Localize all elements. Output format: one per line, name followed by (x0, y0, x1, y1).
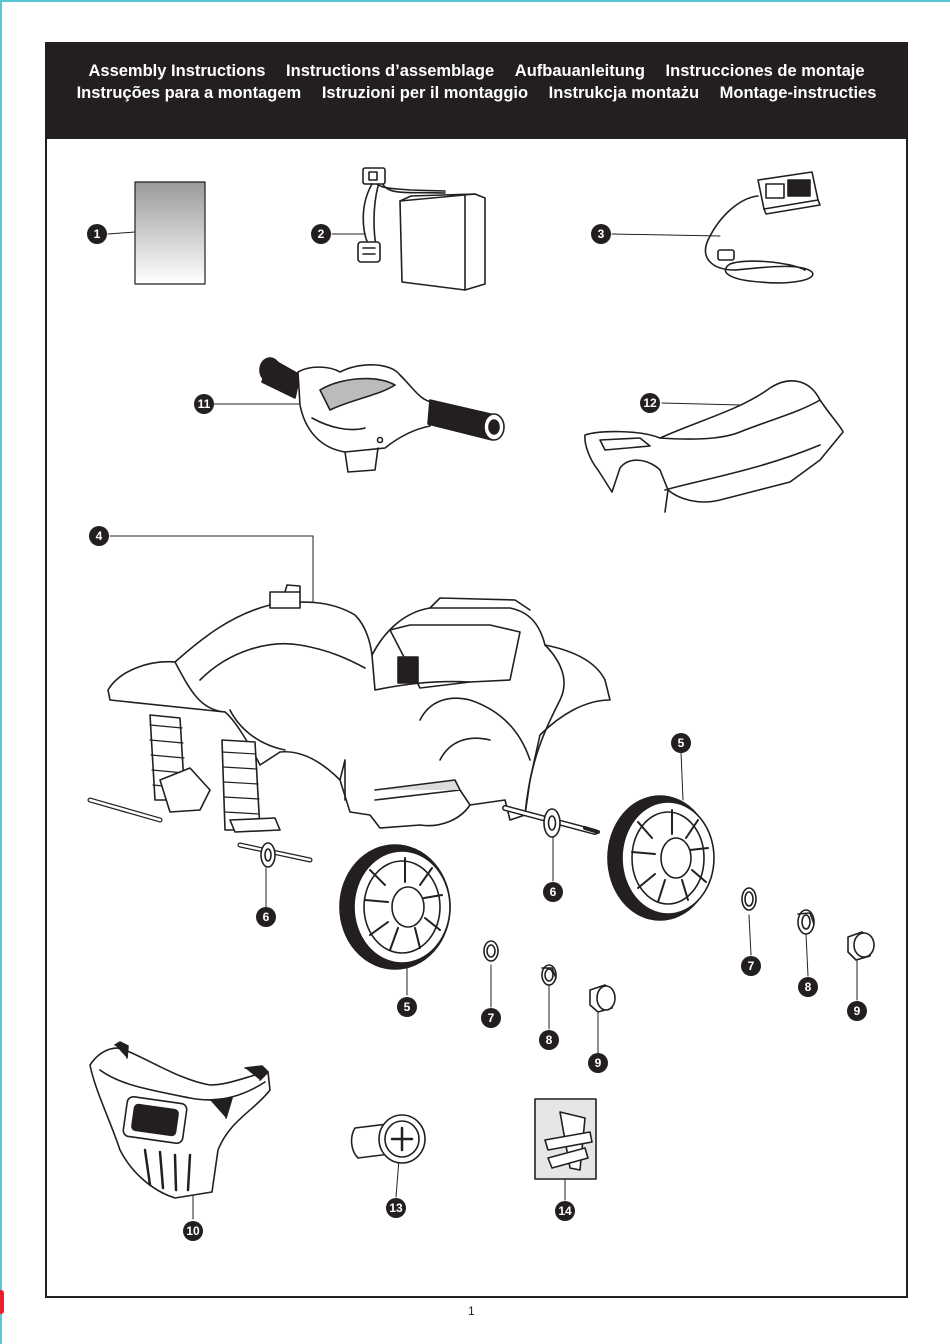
callout-4: 4 (89, 526, 109, 546)
callout-12: 12 (640, 393, 660, 413)
callout-7-rear: 7 (741, 956, 761, 976)
callout-7-front: 7 (481, 1008, 501, 1028)
handlebar-icon (260, 358, 504, 472)
callout-14: 14 (555, 1201, 575, 1221)
callout-8-front: 8 (539, 1030, 559, 1050)
callout-8-rear: 8 (798, 977, 818, 997)
callout-9-rear: 9 (847, 1001, 867, 1021)
wheel-icon (608, 796, 714, 920)
cap-ring-icon (542, 910, 814, 985)
screw-icon (352, 1115, 425, 1163)
callout-2: 2 (311, 224, 331, 244)
callout-3: 3 (591, 224, 611, 244)
front-bumper-icon (90, 1042, 270, 1198)
battery-icon (358, 168, 485, 290)
callout-13: 13 (386, 1198, 406, 1218)
callout-6-front: 6 (256, 907, 276, 927)
callout-11: 11 (194, 394, 214, 414)
callout-9-front: 9 (588, 1053, 608, 1073)
manual-icon (135, 182, 205, 284)
callout-10: 10 (183, 1221, 203, 1241)
atv-body-icon (108, 585, 610, 832)
charger-icon (706, 172, 820, 283)
page-number: 1 (468, 1304, 475, 1318)
hub-cap-icon (590, 932, 874, 1012)
callout-1: 1 (87, 224, 107, 244)
wheel-icon (340, 845, 450, 969)
grips-icon (535, 1099, 596, 1179)
seat-icon (585, 381, 843, 512)
callout-6-rear: 6 (543, 882, 563, 902)
callout-5-front: 5 (397, 997, 417, 1017)
callout-5-rear: 5 (671, 733, 691, 753)
